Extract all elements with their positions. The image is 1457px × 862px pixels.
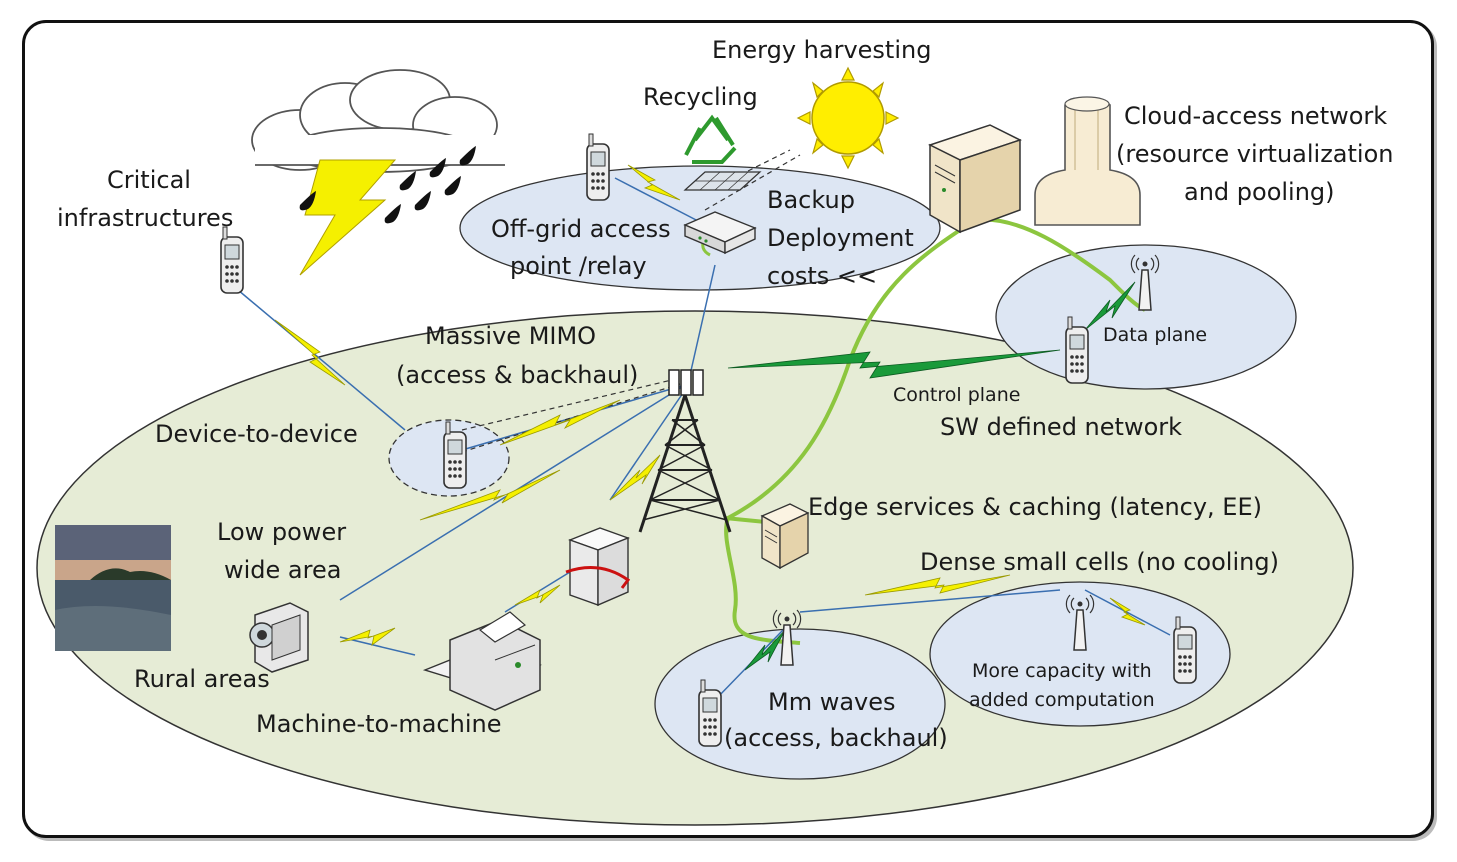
label-energy-harvesting: Energy harvesting <box>712 36 931 64</box>
fiber-to-mmwave <box>724 517 801 645</box>
mmwave-ellipse <box>654 628 946 780</box>
data-plane-ellipse <box>995 244 1297 390</box>
recycle-icon <box>684 114 737 164</box>
label-rural: Rural areas <box>134 665 270 693</box>
label-cloud-line2: (resource virtualization <box>1116 140 1393 168</box>
label-data-plane: Data plane <box>1103 324 1207 346</box>
label-mm-line1: Mm waves <box>768 688 896 716</box>
label-massive-line2: (access & backhaul) <box>396 361 638 389</box>
label-capacity-line2: added computation <box>969 689 1155 711</box>
printer-icon <box>422 611 542 711</box>
phone-mmwave-icon <box>698 679 722 747</box>
video-camera-icon <box>249 602 309 673</box>
edge-server-icon <box>760 503 810 570</box>
cloud-datacenter-icon <box>1034 96 1141 226</box>
phone-d2d-icon <box>443 421 467 489</box>
storm-cloud-icon <box>251 69 505 276</box>
label-recycling: Recycling <box>643 83 758 111</box>
label-offgrid-line2: point /relay <box>510 252 647 280</box>
solar-panel-icon <box>683 171 762 191</box>
label-lpwa-line2: wide area <box>224 556 341 584</box>
label-mm-line2: (access, backhaul) <box>724 724 948 752</box>
label-edge: Edge services & caching (latency, EE) <box>808 493 1262 521</box>
phone-offgrid-icon <box>586 133 610 201</box>
label-control-plane: Control plane <box>893 384 1020 406</box>
label-critical-line2: infrastructures <box>57 204 233 232</box>
control-plane-link <box>727 281 1136 671</box>
access-point-icon <box>683 211 757 255</box>
label-backup-line3: costs << <box>767 262 877 290</box>
small-cell-ellipse <box>929 581 1231 727</box>
label-massive-line1: Massive MIMO <box>425 322 596 350</box>
label-d2d: Device-to-device <box>155 420 358 448</box>
label-backup-line2: Deployment <box>767 224 914 252</box>
label-critical-line1: Critical <box>107 166 191 194</box>
label-capacity-line1: More capacity with <box>972 660 1152 682</box>
phone-critical-icon <box>220 226 244 294</box>
label-cloud-line3: and pooling) <box>1184 178 1335 206</box>
label-m2m: Machine-to-machine <box>256 710 501 738</box>
rural-photo-icon <box>55 525 171 651</box>
lightning-links <box>274 164 1146 646</box>
phone-small-cell-icon <box>1173 616 1197 684</box>
label-backup-line1: Backup <box>767 186 855 214</box>
fiber-to-cloud <box>727 217 1146 520</box>
rack-server-icon <box>565 527 631 607</box>
server-icon <box>928 124 1022 234</box>
label-dense: Dense small cells (no cooling) <box>920 548 1279 576</box>
label-offgrid-line1: Off-grid access <box>491 215 671 243</box>
label-sw-defined: SW defined network <box>940 413 1182 441</box>
sun-icon <box>796 66 900 170</box>
phone-data-plane-icon <box>1065 316 1089 384</box>
d2d-dashed-links <box>461 149 801 453</box>
fiber-to-edge <box>724 516 766 524</box>
label-cloud-line1: Cloud-access network <box>1124 102 1387 130</box>
label-lpwa-line1: Low power <box>217 518 346 546</box>
cell-tower-icon <box>638 369 732 533</box>
